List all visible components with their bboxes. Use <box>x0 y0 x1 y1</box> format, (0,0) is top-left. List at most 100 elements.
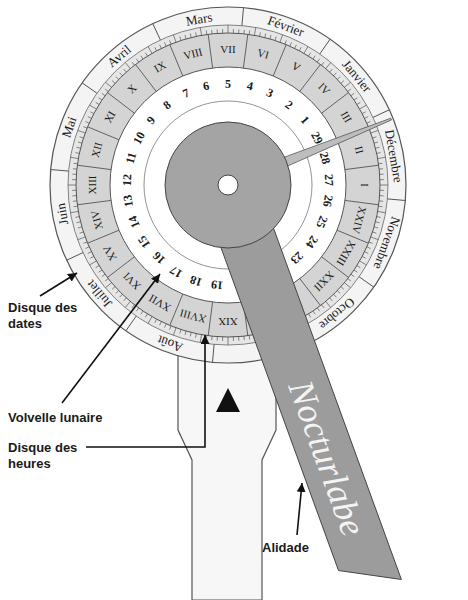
tick <box>326 62 331 68</box>
tick <box>362 256 366 258</box>
tick <box>78 130 86 133</box>
tick <box>99 98 102 100</box>
hour-numeral: XIX <box>218 316 238 327</box>
tick <box>317 308 319 311</box>
date-scale <box>68 25 388 345</box>
tick <box>190 333 192 337</box>
callout-label: Disque des heures <box>8 440 100 472</box>
tick <box>360 105 367 109</box>
tick <box>80 137 84 138</box>
tick <box>357 266 360 268</box>
tick <box>74 206 78 208</box>
handle <box>178 330 276 600</box>
tick <box>374 142 378 143</box>
leader-arrow <box>297 483 302 535</box>
tick <box>345 165 379 169</box>
tick <box>222 29 223 33</box>
tick <box>75 216 79 218</box>
tick <box>160 45 162 49</box>
tick <box>89 105 96 109</box>
tick <box>334 294 337 297</box>
hour-numeral: I <box>359 183 370 187</box>
tick <box>304 46 308 53</box>
tick <box>365 117 369 119</box>
tick <box>238 337 239 341</box>
tick <box>90 112 94 114</box>
tick <box>77 221 81 223</box>
tick <box>387 199 405 201</box>
tick <box>309 53 311 56</box>
tick <box>213 344 215 362</box>
tick <box>243 34 247 68</box>
tick <box>217 337 218 341</box>
tick <box>72 174 76 175</box>
tick <box>309 314 311 317</box>
tick <box>264 34 266 38</box>
tick <box>367 122 371 124</box>
tick <box>125 301 130 307</box>
tick <box>379 206 383 208</box>
tick <box>72 179 76 180</box>
tick <box>295 45 297 49</box>
tick <box>243 30 244 34</box>
tick <box>67 253 83 261</box>
tick <box>72 190 76 191</box>
tick <box>377 152 381 154</box>
leader-arrow <box>62 274 160 403</box>
tick <box>145 53 147 56</box>
tick <box>90 256 94 258</box>
tick <box>145 314 147 317</box>
tick <box>238 29 239 33</box>
tick <box>217 29 218 33</box>
tick <box>371 130 379 133</box>
tick <box>78 142 82 143</box>
tick <box>243 336 244 340</box>
tick <box>120 73 123 76</box>
tick <box>73 200 77 201</box>
tick <box>242 8 244 26</box>
tick <box>379 168 383 169</box>
tick <box>107 93 134 114</box>
tick <box>73 168 77 169</box>
tick <box>354 270 357 272</box>
tick <box>206 31 208 35</box>
tick <box>341 287 344 290</box>
tick <box>379 163 383 165</box>
tick <box>351 274 354 276</box>
tick <box>86 247 90 249</box>
tick <box>190 34 192 38</box>
tick <box>330 298 333 301</box>
lunar-day-number: 12 <box>121 173 134 186</box>
tick <box>96 102 99 104</box>
tick <box>180 330 181 334</box>
tick <box>165 324 167 328</box>
tick <box>170 45 183 76</box>
tick <box>77 147 81 149</box>
tick <box>285 40 287 44</box>
lunar-day-number: 19 <box>210 279 223 292</box>
tick <box>341 81 344 84</box>
month-label: Juin <box>53 203 70 227</box>
tick <box>160 322 162 326</box>
tick <box>116 291 119 294</box>
tick <box>78 237 86 240</box>
tick <box>185 35 186 39</box>
tick <box>51 170 69 172</box>
callout-label: Volvelle lunaire <box>8 410 102 426</box>
tick <box>112 287 115 290</box>
tick <box>88 252 92 254</box>
tick <box>153 24 161 40</box>
tick <box>136 59 138 62</box>
tick <box>208 302 212 336</box>
tick <box>195 334 197 338</box>
tick <box>208 34 212 68</box>
lunar-day-number: 5 <box>225 78 231 90</box>
tick <box>326 301 331 307</box>
tick <box>380 174 384 175</box>
tick <box>170 326 172 330</box>
tick <box>126 316 136 331</box>
tick <box>254 27 255 35</box>
leader-arrow <box>86 335 205 447</box>
tick <box>376 221 380 223</box>
